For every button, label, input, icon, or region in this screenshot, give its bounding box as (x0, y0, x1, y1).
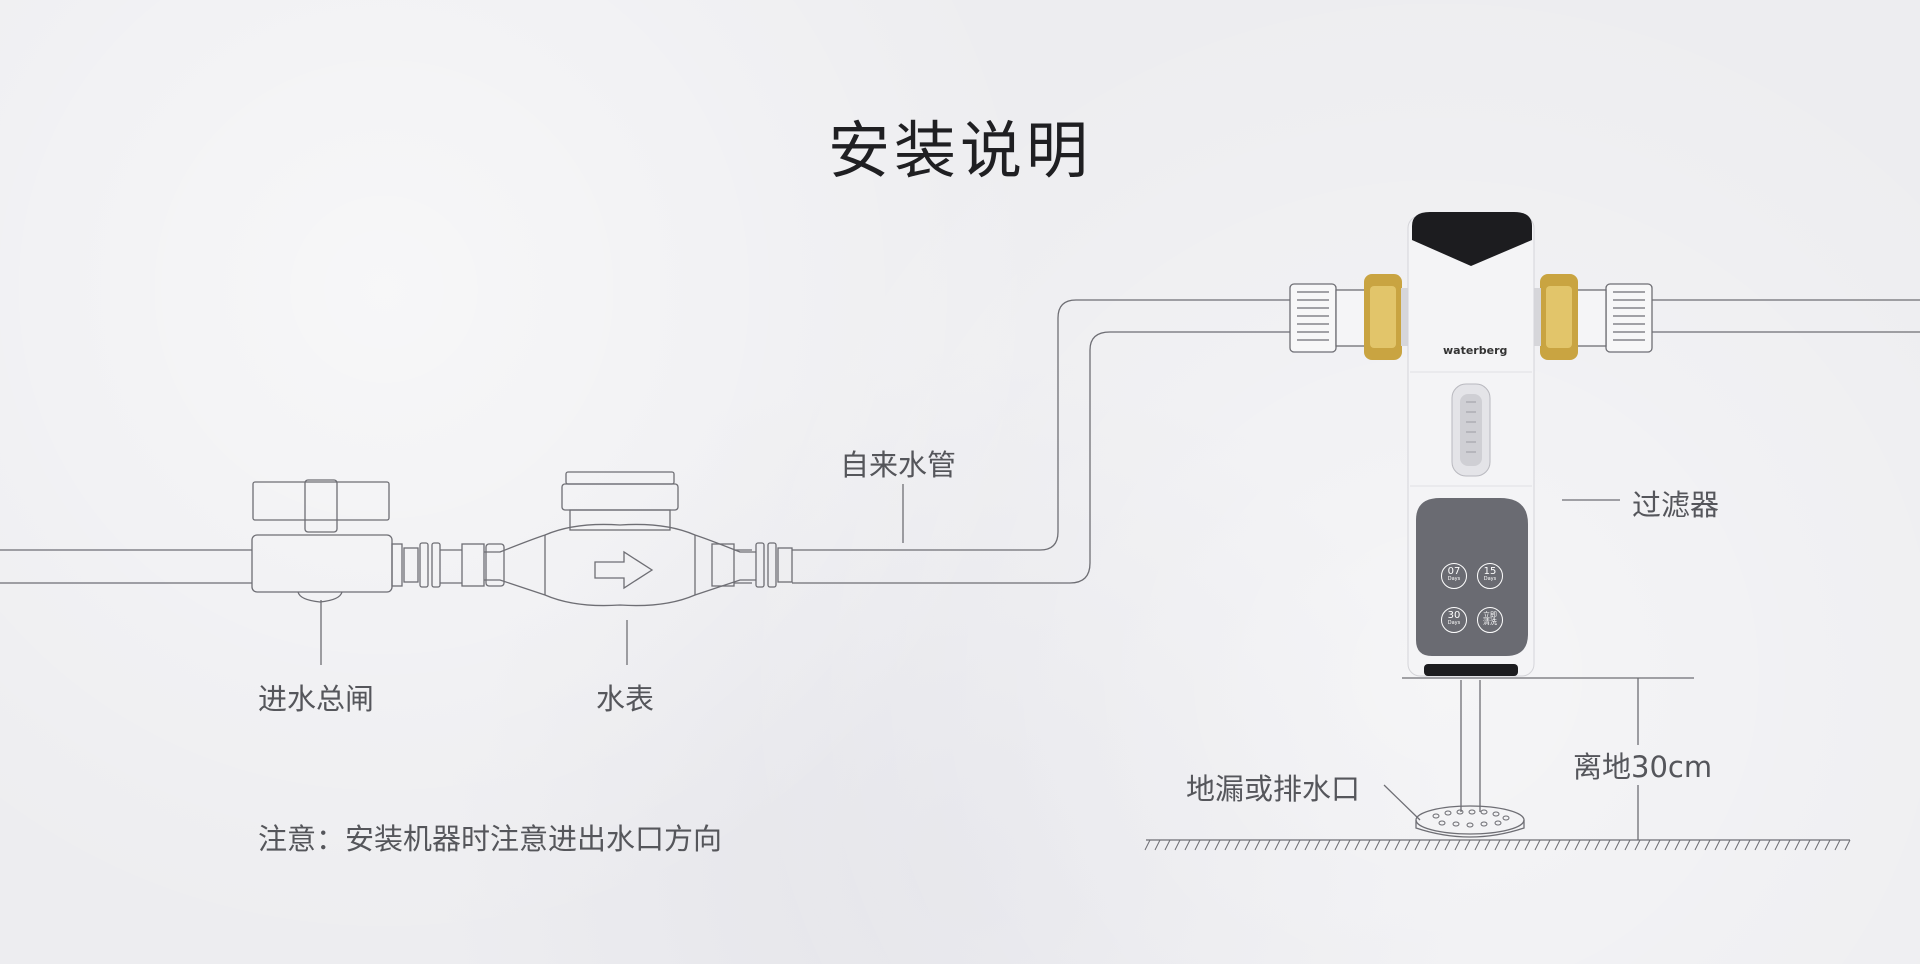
main-valve-label: 进水总闸 (258, 682, 375, 716)
inlet-brass-nut (1364, 274, 1411, 360)
panel-button-30-days[interactable]: 30 Days (1441, 607, 1467, 633)
tap-water-pipe (792, 299, 1292, 584)
valve-meter-connector (419, 542, 485, 588)
panel-button-07-days[interactable]: 07 Days (1441, 563, 1467, 589)
button-sub-text: Days (1447, 620, 1461, 626)
ground-line (1144, 839, 1851, 851)
floor-drain-leader (1383, 784, 1421, 821)
page-title: 安装说明 (827, 114, 1092, 187)
height-label: 离地30cm (1573, 750, 1713, 784)
button-sub-text: 清洗 (1483, 618, 1497, 626)
pre-filter-device (1364, 212, 1578, 677)
installation-note: 注意：安装机器时注意进出水口方向 (258, 822, 723, 856)
button-sub-text: Days (1447, 576, 1461, 582)
inlet-coupling (1289, 283, 1367, 353)
device-cap (1412, 212, 1532, 266)
main-valve (251, 479, 419, 603)
panel-button-clean-now[interactable]: 立即 清洗 (1477, 607, 1503, 633)
outlet-brass-nut (1531, 274, 1578, 360)
outlet-coupling (1575, 283, 1653, 353)
button-main-text: 07 (1447, 566, 1461, 577)
button-sub-text: Days (1483, 576, 1497, 582)
control-panel (1416, 498, 1528, 656)
meter-outlet-connector (711, 542, 793, 588)
panel-button-15-days[interactable]: 15 Days (1477, 563, 1503, 589)
brand-logo-text: waterberg (1443, 344, 1508, 357)
tap-pipe-label: 自来水管 (840, 448, 957, 482)
filter-label: 过滤器 (1632, 488, 1720, 522)
button-main-text: 15 (1483, 566, 1497, 577)
water-meter-label: 水表 (596, 682, 655, 716)
button-main-text: 立即 (1483, 611, 1497, 619)
floor-drain (1415, 805, 1525, 838)
floor-drain-label: 地漏或排水口 (1186, 772, 1361, 806)
water-meter (484, 471, 756, 607)
button-main-text: 30 (1447, 610, 1461, 621)
device-base (1424, 664, 1518, 676)
